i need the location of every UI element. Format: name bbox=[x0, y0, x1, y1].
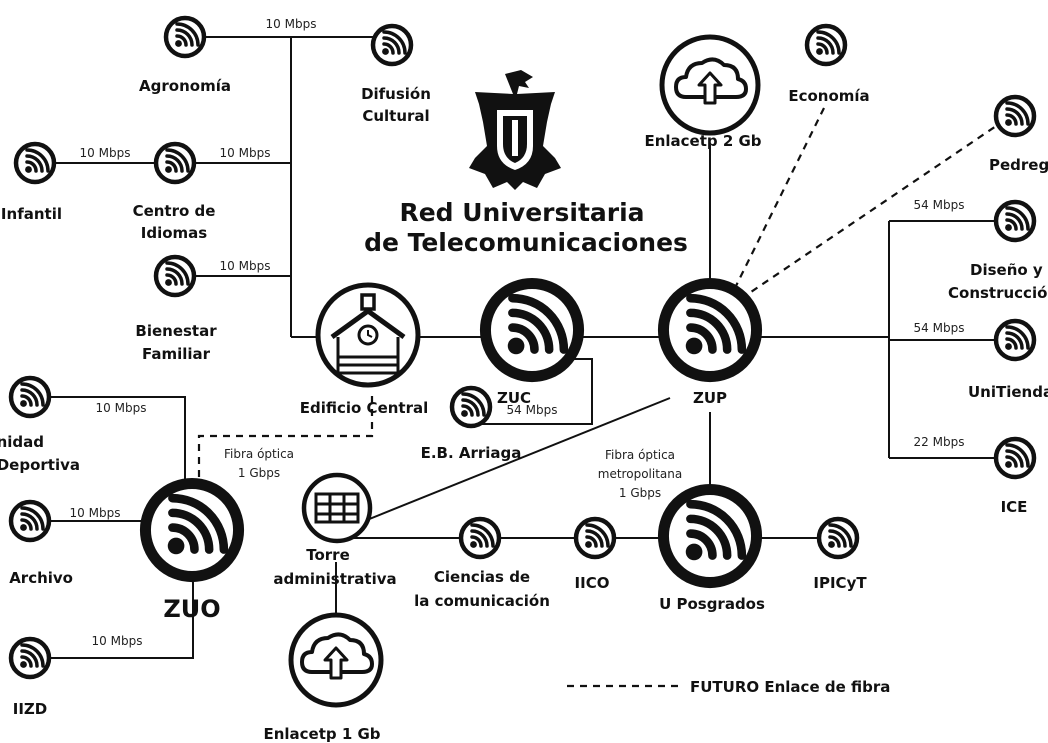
speed-infantil: 10 Mbps bbox=[80, 146, 131, 160]
label-ipicyt: IPICyT bbox=[813, 574, 867, 592]
label-ice: ICE bbox=[1001, 498, 1028, 516]
label-difusion-2: Cultural bbox=[362, 107, 429, 125]
label-pedregal: Pedregal bbox=[989, 156, 1048, 174]
legend: FUTURO Enlace de fibra bbox=[567, 678, 890, 696]
wifi-icon bbox=[996, 321, 1034, 359]
label-diseno-1: Diseño y bbox=[970, 261, 1043, 279]
label-bienestar-2: Familiar bbox=[142, 345, 211, 363]
speed-unitienda: 54 Mbps bbox=[914, 321, 965, 335]
office-tower-icon bbox=[314, 492, 360, 524]
link-iizd-zuo bbox=[35, 582, 194, 659]
speed-arriaga: 54 Mbps bbox=[507, 403, 558, 417]
link-unidad-zuo bbox=[35, 396, 186, 490]
label-unidad-1: Unidad bbox=[0, 433, 44, 451]
speed-ice: 22 Mbps bbox=[914, 435, 965, 449]
future-link-pedregal bbox=[744, 119, 1006, 297]
label-arriaga: E.B. Arriaga bbox=[421, 444, 522, 462]
enlace1-node bbox=[288, 612, 384, 708]
title-line-1: Red Universitaria bbox=[399, 198, 644, 227]
wifi-icon bbox=[166, 18, 204, 56]
enlace2-node bbox=[659, 34, 761, 136]
label-unitienda: UniTienda bbox=[968, 383, 1048, 401]
label-unidad-2: Deportiva bbox=[0, 456, 80, 474]
label-archivo: Archivo bbox=[9, 569, 73, 587]
building-clock-icon bbox=[330, 293, 406, 375]
wifi-icon bbox=[485, 283, 578, 376]
label-centro-1: Centro de bbox=[133, 202, 216, 220]
label-ciencias-1: Ciencias de bbox=[434, 568, 530, 586]
speed-archivo: 10 Mbps bbox=[70, 506, 121, 520]
wifi-icon bbox=[16, 144, 54, 182]
label-zuc: ZUC bbox=[497, 389, 531, 407]
link-zuc-arriaga bbox=[473, 358, 593, 425]
label-enlace1: Enlacetp 1 Gb bbox=[263, 725, 380, 743]
wifi-icon bbox=[452, 388, 490, 426]
speed-metro-3: 1 Gbps bbox=[619, 486, 661, 500]
label-iizd: IIZD bbox=[13, 700, 48, 718]
wifi-icon bbox=[373, 26, 411, 64]
speed-metro-1: Fibra óptica bbox=[605, 448, 675, 462]
label-torre-2: administrativa bbox=[273, 570, 396, 588]
speed-metro-2: metropolitana bbox=[598, 467, 682, 481]
label-difusion-1: Difusión bbox=[361, 85, 431, 103]
label-zup: ZUP bbox=[693, 389, 727, 407]
speed-bienestar: 10 Mbps bbox=[220, 259, 271, 273]
wifi-icon bbox=[996, 439, 1034, 477]
speed-unidad: 10 Mbps bbox=[96, 401, 147, 415]
label-edificio: Edificio Central bbox=[300, 399, 429, 417]
legend-future-label: FUTURO Enlace de fibra bbox=[690, 678, 890, 696]
wifi-icon bbox=[11, 639, 49, 677]
speed-fibra-1: Fibra óptica bbox=[224, 447, 294, 461]
speed-agronomia: 10 Mbps bbox=[266, 17, 317, 31]
label-bienestar-1: Bienestar bbox=[135, 322, 217, 340]
speed-fibra-2: 1 Gbps bbox=[238, 466, 280, 480]
label-infantil: . Infantil bbox=[0, 205, 62, 223]
wifi-icon bbox=[11, 502, 49, 540]
wifi-icon bbox=[461, 519, 499, 557]
wifi-icon bbox=[819, 519, 857, 557]
label-ciencias-2: la comunicación bbox=[414, 592, 550, 610]
wifi-icon bbox=[996, 97, 1034, 135]
cloud-upload-icon bbox=[674, 57, 748, 105]
future-link-edificio-zuo bbox=[197, 396, 374, 484]
wifi-icon bbox=[807, 26, 845, 64]
label-agronomia: Agronomía bbox=[139, 77, 231, 95]
label-economia: Economía bbox=[788, 87, 869, 105]
wifi-icon bbox=[996, 202, 1034, 240]
label-torre-1: Torre bbox=[306, 546, 350, 564]
speed-centro: 10 Mbps bbox=[220, 146, 271, 160]
title-line-2: de Telecomunicaciones bbox=[364, 228, 688, 257]
label-posgrados: U Posgrados bbox=[659, 595, 765, 613]
label-enlace2: Enlacetp 2 Gb bbox=[644, 132, 761, 150]
link-torre-zup bbox=[336, 397, 671, 533]
university-logo bbox=[469, 70, 561, 190]
wifi-icon bbox=[576, 519, 614, 557]
wifi-icon bbox=[663, 489, 756, 582]
wifi-icon bbox=[156, 144, 194, 182]
wifi-icon bbox=[145, 483, 238, 576]
wifi-icon bbox=[663, 283, 756, 376]
label-centro-2: Idiomas bbox=[141, 224, 208, 242]
edificio-central-node bbox=[315, 282, 421, 388]
torre-node bbox=[301, 472, 373, 544]
label-iico: IICO bbox=[575, 574, 610, 592]
wifi-icon bbox=[156, 257, 194, 295]
speed-labels: 10 Mbps 10 Mbps 10 Mbps 10 Mbps 54 Mbps … bbox=[70, 17, 965, 648]
label-zuo: ZUO bbox=[163, 595, 220, 623]
wifi-icon bbox=[11, 378, 49, 416]
speed-diseno: 54 Mbps bbox=[914, 198, 965, 212]
speed-iizd: 10 Mbps bbox=[92, 634, 143, 648]
cloud-upload-icon bbox=[300, 632, 374, 680]
label-diseno-2: Construcción bbox=[948, 284, 1048, 302]
